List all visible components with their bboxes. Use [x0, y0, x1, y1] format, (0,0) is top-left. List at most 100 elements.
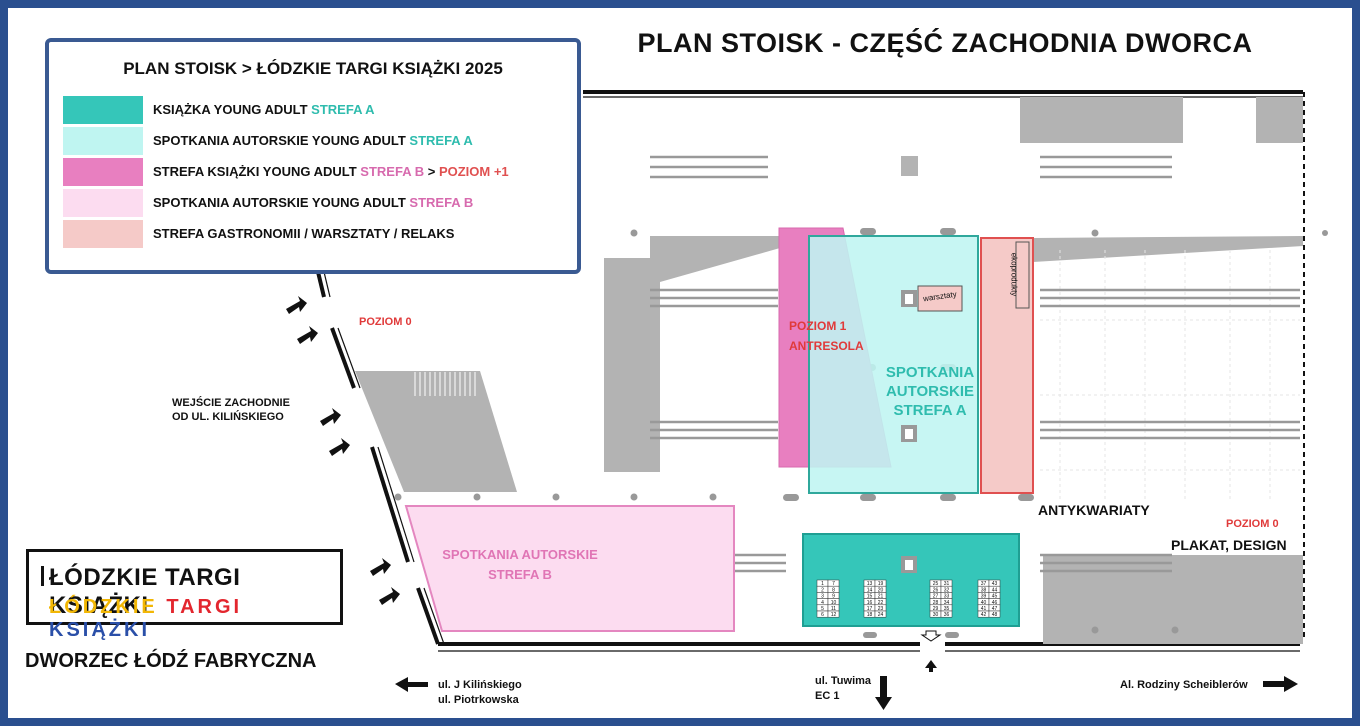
stand-number: 9 [832, 594, 835, 600]
ekoprodukty-label: ekoprodukty [1009, 252, 1019, 297]
stand-number: 14 [867, 587, 873, 593]
stand-number: 34 [944, 600, 950, 606]
level-0-label-right: POZIOM 0 [1226, 518, 1279, 530]
stand-number: 16 [867, 600, 873, 606]
elevator-icon [901, 290, 917, 307]
legend-label: SPOTKANIA AUTORSKIE YOUNG ADULT STREFA B [153, 195, 474, 210]
stand-number: 32 [944, 587, 950, 593]
direction-arrow-icons [395, 676, 1298, 710]
stand-number: 27 [933, 594, 939, 600]
stand-number: 26 [933, 587, 939, 593]
zone-meetings-a-label-line: AUTORSKIE [885, 383, 975, 400]
stand-number: 8 [832, 587, 835, 593]
entrance-label-line: OD UL. KILIŃSKIEGO [172, 411, 284, 423]
stand-number: 11 [831, 606, 836, 612]
stand-number: 2 [821, 587, 824, 593]
elevator-icon [901, 425, 917, 442]
legend-swatch [63, 158, 143, 186]
legend-item-book-b: STREFA KSIĄŻKI YOUNG ADULT STREFA B > PO… [63, 158, 563, 186]
workshops-box[interactable] [917, 285, 963, 312]
zone-gastronomy-strip[interactable] [980, 237, 1034, 494]
logo-part: ŁÓDZKIE [49, 596, 158, 618]
stand-number: 37 [981, 581, 987, 587]
legend-label: STREFA GASTRONOMII / WARSZTATY / RELAKS [153, 226, 455, 241]
stand-cell[interactable] [827, 610, 840, 618]
level-1-label: POZIOM 1 ANTRESOLA [789, 316, 864, 356]
logo-part: KSIĄŻKI [49, 619, 150, 641]
stand-number: 29 [933, 606, 939, 612]
logo-bar [41, 566, 44, 586]
legend-item-book-a: KSIĄŻKA YOUNG ADULT STREFA A [63, 96, 563, 124]
map-title: PLAN STOISK - CZĘŚĆ ZACHODNIA DWORCA [637, 28, 1253, 58]
level-0-label-left: POZIOM 0 [359, 316, 412, 328]
stand-number: 15 [867, 594, 873, 600]
zone-meetings-b-label-line: STREFA B [488, 567, 552, 582]
stand-cell[interactable] [988, 610, 1001, 618]
stairs [414, 372, 476, 396]
stand-number: 39 [981, 594, 987, 600]
grey-structures [355, 97, 1303, 644]
stand-number: 33 [944, 594, 950, 600]
stand-number: 5 [821, 606, 824, 612]
stand-number: 6 [821, 612, 824, 618]
stand-number: 46 [992, 600, 998, 606]
stand-number: 43 [992, 581, 998, 587]
elevator-icon [901, 556, 917, 573]
legend-item-meetings-b: SPOTKANIA AUTORSKIE YOUNG ADULT STREFA B [63, 189, 563, 217]
stand-number: 42 [981, 612, 987, 618]
zone-meetings-a-label: SPOTKANIA AUTORSKIE STREFA A [870, 363, 990, 420]
stand-number: 47 [992, 606, 998, 612]
stand-number: 40 [981, 600, 987, 606]
stand-number: 12 [831, 612, 837, 618]
stand-number: 17 [867, 606, 873, 612]
stand-number: 22 [878, 600, 884, 606]
legend-panel: PLAN STOISK > ŁÓDZKIE TARGI KSIĄŻKI 2025… [45, 38, 581, 274]
legend-swatch [63, 96, 143, 124]
zone-meetings-a[interactable] [808, 235, 979, 494]
stand-number: 28 [933, 600, 939, 606]
entrance-label: WEJŚCIE ZACHODNIE OD UL. KILIŃSKIEGO [172, 397, 290, 423]
stand-number: 30 [933, 612, 939, 618]
street-left-line: ul. Piotrkowska [438, 694, 519, 706]
legend-swatch [63, 189, 143, 217]
stand-cell[interactable] [940, 610, 953, 618]
legend-label: KSIĄŻKA YOUNG ADULT STREFA A [153, 102, 375, 117]
stand-number: 38 [981, 587, 987, 593]
logo-stylized-text: ŁÓDZKIE TARGI KSIĄŻKI [49, 596, 340, 642]
legend-swatch [63, 220, 143, 248]
stand-number: 20 [878, 587, 884, 593]
zone-meetings-b-label: SPOTKANIA AUTORSKIE STREFA B [430, 545, 610, 585]
street-left: ul. J Kilińskiego ul. Piotrkowska [438, 679, 522, 706]
stand-number: 44 [992, 587, 998, 593]
stand-number: 41 [981, 606, 987, 612]
stand-number: 18 [867, 612, 873, 618]
legend-swatch [63, 127, 143, 155]
zone-meetings-a-label-line: STREFA A [893, 402, 967, 419]
stand-number: 31 [944, 581, 950, 587]
poster-design-label: PLAKAT, DESIGN [1171, 537, 1287, 553]
entrance-label-line: WEJŚCIE ZACHODNIE [172, 397, 290, 409]
antiquarians-label: ANTYKWARIATY [1038, 502, 1150, 518]
ekoprodukty-box[interactable] [1015, 241, 1030, 309]
stand-cell[interactable] [874, 610, 887, 618]
stand-number: 45 [992, 594, 998, 600]
entry-marker-icon [920, 630, 942, 672]
legend-label: STREFA KSIĄŻKI YOUNG ADULT STREFA B > PO… [153, 164, 509, 179]
stand-number: 7 [832, 581, 835, 587]
logo-text: ŁÓDZKIE TARGI KSIĄŻKI [49, 564, 241, 619]
street-center: ul. Tuwima EC 1 [815, 675, 871, 702]
street-left-line: ul. J Kilińskiego [438, 679, 522, 691]
street-center-line: ul. Tuwima [815, 675, 872, 687]
stand-number: 35 [944, 606, 950, 612]
zone-meetings-b-label-line: SPOTKANIA AUTORSKIE [442, 547, 598, 562]
stand-number: 24 [878, 612, 884, 618]
structural-grid [1040, 250, 1300, 500]
event-logo: ŁÓDZKIE TARGI KSIĄŻKI ŁÓDZKIE TARGI KSIĄ… [26, 549, 343, 641]
stand-number: 23 [878, 606, 884, 612]
zone-meetings-a-label-line: SPOTKANIA [885, 364, 975, 381]
legend-item-gastronomy: STREFA GASTRONOMII / WARSZTATY / RELAKS [63, 220, 563, 248]
zone-meetings-b[interactable] [404, 505, 735, 632]
stand-number: 3 [821, 594, 824, 600]
